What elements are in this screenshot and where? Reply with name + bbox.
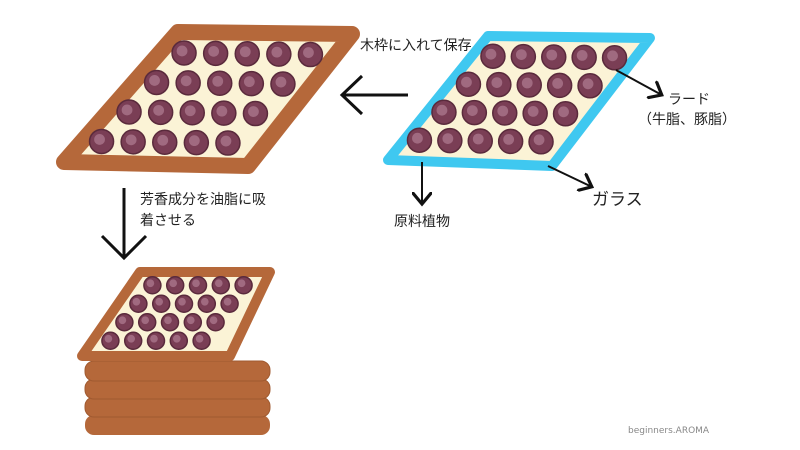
- flower-highlight: [153, 104, 165, 116]
- label-store-in-frame: 木枠に入れて保存: [360, 38, 472, 54]
- flower-highlight: [188, 135, 200, 147]
- flower-highlight: [515, 49, 527, 60]
- flower-highlight: [104, 334, 113, 343]
- flower-highlight: [176, 45, 188, 57]
- flower-highlight: [121, 104, 133, 116]
- flower-highlight: [212, 75, 224, 87]
- flower-highlight: [607, 50, 618, 62]
- flower-highlight: [576, 50, 588, 61]
- flower-highlight: [164, 316, 172, 325]
- flower-highlight: [141, 316, 150, 325]
- flower-highlight: [149, 75, 160, 86]
- label-raw-plant: 原料植物: [394, 214, 450, 230]
- flower-highlight: [552, 78, 564, 89]
- flower-highlight: [503, 134, 515, 145]
- flower-highlight: [237, 279, 246, 288]
- flower-highlight: [155, 297, 164, 306]
- flower-highlight: [169, 279, 178, 288]
- flower-highlight: [172, 334, 181, 343]
- down-arrow-head: [100, 234, 148, 261]
- label-glass: ガラス: [592, 190, 643, 210]
- flower-highlight: [248, 106, 259, 117]
- flower-highlight: [558, 106, 569, 118]
- flower-highlight: [466, 105, 478, 116]
- flower-highlight: [125, 134, 137, 146]
- flower-highlight: [412, 132, 423, 144]
- flower-highlight: [472, 133, 484, 145]
- left-arrow-head: [339, 74, 364, 116]
- stacked-trays: [77, 267, 275, 435]
- flower-highlight: [461, 76, 472, 88]
- flowers-wood: [88, 40, 324, 156]
- label-lard: ラード: [668, 92, 710, 108]
- flower-highlight: [180, 75, 192, 87]
- flower-highlight: [303, 47, 314, 58]
- flower-highlight: [533, 134, 545, 146]
- flower-highlight: [178, 297, 186, 306]
- flower-highlight: [223, 297, 232, 306]
- flower-highlight: [220, 135, 232, 147]
- flower-highlight: [157, 134, 169, 146]
- flower-highlight: [442, 133, 454, 145]
- flower-highlight: [485, 48, 497, 60]
- flower-highlight: [146, 279, 155, 288]
- flower-highlight: [216, 105, 228, 117]
- flower-highlight: [527, 106, 539, 117]
- flower-highlight: [209, 316, 218, 325]
- wooden-frame-tray: [56, 24, 360, 174]
- flower-highlight: [150, 334, 158, 343]
- lard-pointer: [615, 69, 660, 94]
- flower-highlight: [208, 45, 220, 57]
- flower-highlight: [200, 297, 209, 306]
- flower-highlight: [132, 297, 141, 306]
- flower-highlight: [184, 105, 196, 117]
- flower-highlight: [546, 49, 558, 61]
- flower-highlight: [521, 77, 533, 89]
- flower-highlight: [239, 46, 251, 58]
- flowers-glass: [406, 43, 628, 155]
- flower-highlight: [186, 316, 195, 325]
- flower-highlight: [582, 78, 594, 90]
- flower-highlight: [195, 334, 204, 343]
- flower-highlight: [192, 279, 200, 288]
- glass-pointer: [547, 165, 590, 186]
- label-lard-types: （牛脂、豚脂）: [638, 112, 736, 128]
- label-adsorb-2: 着させる: [140, 213, 196, 229]
- flowers-stack: [101, 276, 253, 350]
- flower-highlight: [214, 279, 223, 288]
- flower-highlight: [275, 76, 287, 88]
- flower-highlight: [491, 77, 503, 88]
- label-adsorb-1: 芳香成分を油脂に吸: [140, 192, 266, 208]
- glass-plate: [383, 31, 655, 171]
- flower-highlight: [497, 105, 509, 117]
- flower-highlight: [271, 46, 283, 58]
- watermark: beginners.AROMA: [628, 426, 710, 436]
- flower-highlight: [118, 316, 127, 325]
- flower-highlight: [436, 104, 448, 116]
- flower-highlight: [243, 76, 255, 88]
- flower-highlight: [94, 134, 105, 145]
- flower-highlight: [127, 334, 136, 343]
